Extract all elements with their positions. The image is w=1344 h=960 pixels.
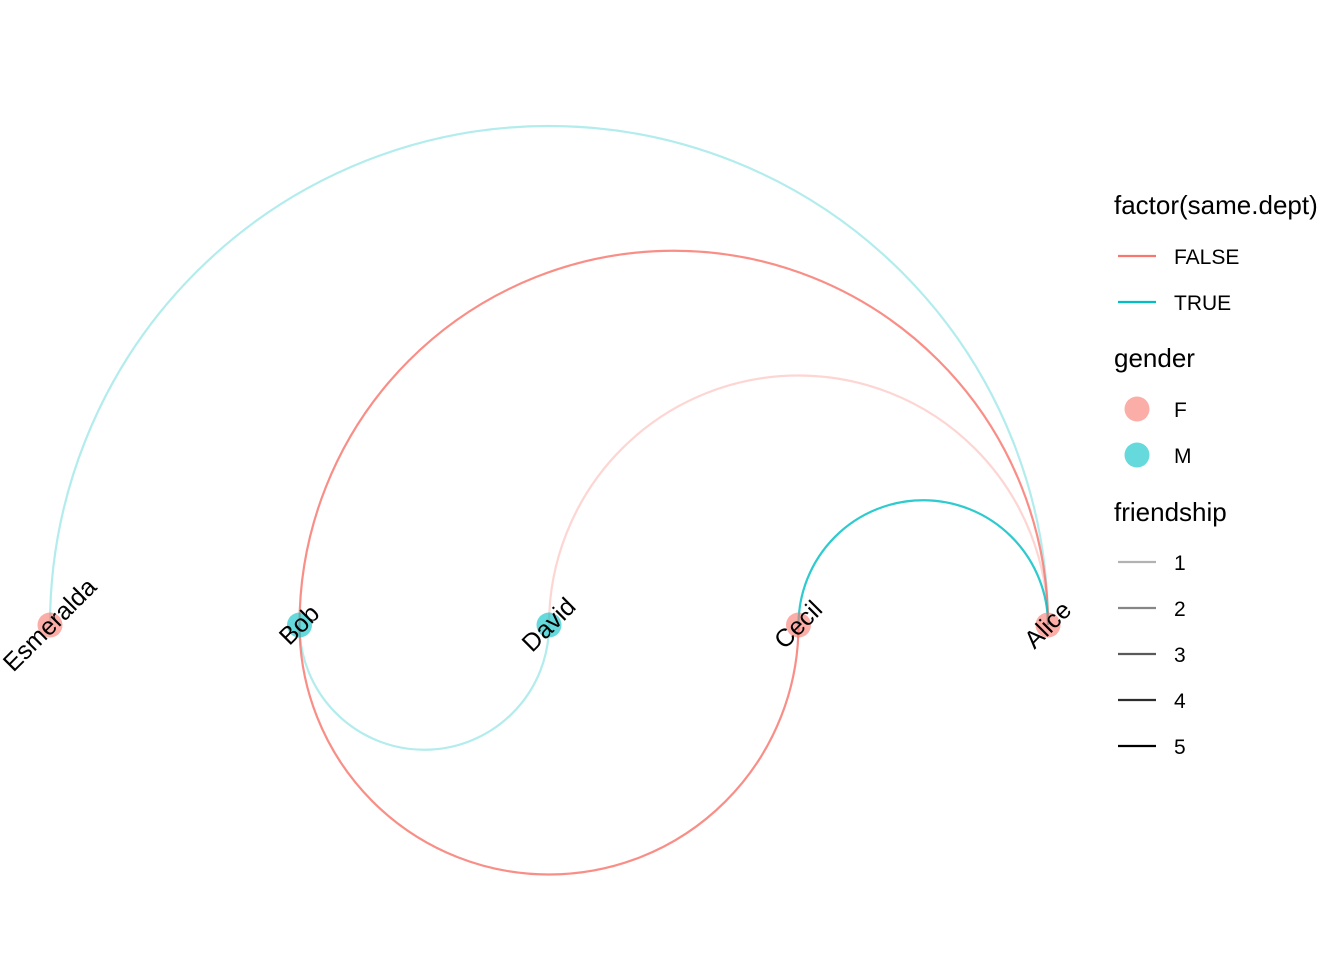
edge-layer xyxy=(48,124,1050,876)
legend-title-dept: factor(same.dept) xyxy=(1114,190,1318,220)
legend-key-gender-m xyxy=(1124,442,1150,468)
node-layer xyxy=(37,612,1061,638)
legend-label-friendship-4: 4 xyxy=(1174,690,1186,713)
legend-title-gender: gender xyxy=(1114,343,1195,373)
legend-label-friendship-5: 5 xyxy=(1174,736,1186,759)
edge-arc-alice-bob xyxy=(298,249,1050,626)
edge-arc-alice-esmeralda xyxy=(48,124,1050,626)
node-cecil xyxy=(786,612,811,638)
node-bob xyxy=(287,612,312,638)
edge-arc-alice-david xyxy=(547,374,1050,626)
node-alice xyxy=(1035,612,1061,638)
edge-arc-alice-cecil xyxy=(797,499,1050,626)
legend: factor(same.dept) FALSE TRUE gender F M … xyxy=(1114,190,1318,759)
legend-label-friendship-2: 2 xyxy=(1174,598,1186,621)
node-david xyxy=(536,612,562,638)
legend-key-gender-f xyxy=(1124,396,1150,422)
legend-label-friendship-3: 3 xyxy=(1174,644,1186,667)
edge-arc-bob-cecil xyxy=(298,624,800,876)
legend-label-dept-false: FALSE xyxy=(1174,246,1239,269)
legend-title-friendship: friendship xyxy=(1114,497,1227,527)
node-esmeralda xyxy=(37,612,63,638)
node-label-bob: Bob xyxy=(274,599,325,650)
legend-label-dept-true: TRUE xyxy=(1174,292,1231,315)
legend-label-gender-m: M xyxy=(1174,445,1192,468)
node-label-alice: Alice xyxy=(1019,596,1077,654)
legend-label-gender-f: F xyxy=(1174,399,1187,422)
edge-arc-bob-david xyxy=(298,624,551,751)
legend-label-friendship-1: 1 xyxy=(1174,552,1186,575)
